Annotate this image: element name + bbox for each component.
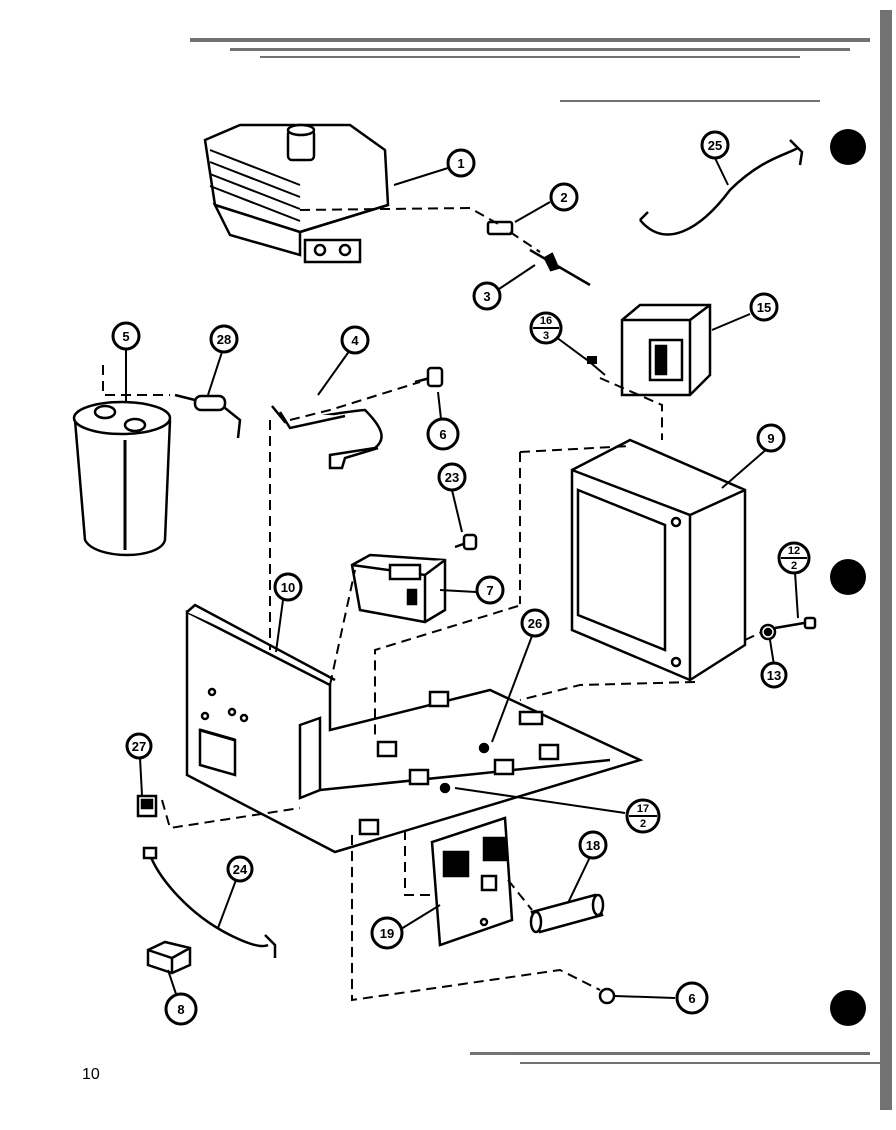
callout-label: 10 [281, 580, 295, 595]
screw-parts [414, 366, 478, 551]
callout-label: 8 [177, 1002, 184, 1017]
callout-label: 24 [233, 862, 248, 877]
callout-27: 27 [125, 732, 153, 760]
callout-label: 3 [483, 289, 490, 304]
callout-5: 5 [111, 321, 141, 351]
fraction-bottom: 3 [543, 330, 549, 342]
probe-part [529, 248, 591, 287]
transformer-part [570, 438, 747, 682]
assembly-lines [102, 206, 763, 1002]
nut-part [598, 987, 616, 1005]
relay-part [620, 303, 712, 397]
callout-9: 9 [756, 423, 786, 453]
callout-1: 1 [446, 148, 476, 178]
page-number: 10 [82, 1066, 100, 1083]
callout-28: 28 [209, 324, 239, 354]
resistor-part [174, 393, 242, 439]
switch-bracket-part [350, 553, 447, 624]
callout-8: 8 [164, 992, 198, 1026]
wire-harness-part [639, 139, 804, 236]
callout-label: 13 [767, 668, 781, 683]
wire-part [142, 846, 277, 958]
callout-label: 27 [132, 739, 146, 754]
callout-label: 4 [351, 333, 359, 348]
callout-label: 6 [439, 427, 446, 442]
callout-label: 1 [457, 156, 464, 171]
callout-label: 6 [688, 991, 695, 1006]
callout-17-over-2: 17 2 [625, 798, 661, 834]
callout-label: 25 [708, 138, 722, 153]
mounting-bracket-part [271, 405, 383, 470]
callout-18: 18 [578, 830, 608, 860]
thermal-cutout-part [486, 220, 514, 236]
callout-label: 23 [445, 470, 459, 485]
callout-23: 23 [437, 462, 467, 492]
callout-26: 26 [520, 608, 550, 638]
terminal-block-part [146, 940, 192, 975]
callout-label: 15 [757, 300, 771, 315]
callout-7: 7 [475, 575, 505, 605]
callout-6-upper: 6 [426, 417, 460, 451]
fuse-part [529, 893, 605, 934]
callout-3: 3 [472, 281, 502, 311]
callout-16-over-3: 16 3 [529, 311, 563, 345]
connector-part [136, 794, 158, 818]
fraction-top: 12 [788, 545, 800, 557]
callout-label: 7 [486, 583, 493, 598]
circuit-board-part [430, 816, 514, 947]
chassis-base-part [185, 603, 644, 854]
callout-4: 4 [340, 325, 370, 355]
binder-holes [830, 129, 866, 1026]
callout-25: 25 [700, 130, 730, 160]
callout-label: 28 [217, 332, 231, 347]
callout-19: 19 [370, 916, 404, 950]
screw-part [584, 356, 606, 376]
callout-13: 13 [760, 661, 788, 689]
callout-label: 5 [122, 329, 129, 344]
callout-label: 26 [528, 616, 542, 631]
callout-label: 9 [767, 431, 774, 446]
callout-2: 2 [549, 182, 579, 212]
callout-label: 19 [380, 926, 394, 941]
capacitor-part [72, 400, 172, 557]
fraction-top: 17 [637, 803, 649, 815]
scan-noise [190, 10, 892, 1110]
callout-label: 18 [586, 838, 600, 853]
callout-10: 10 [273, 572, 303, 602]
fraction-bottom: 2 [791, 560, 797, 572]
magnetron-part [203, 123, 390, 264]
bolt-part [759, 616, 817, 641]
callout-24: 24 [226, 855, 254, 883]
callout-15: 15 [749, 292, 779, 322]
fraction-bottom: 2 [640, 818, 646, 830]
fraction-top: 16 [540, 315, 552, 327]
callout-12-over-2: 12 2 [777, 541, 811, 575]
callout-label: 2 [560, 190, 567, 205]
callout-6-lower: 6 [675, 981, 709, 1015]
leader-lines [125, 157, 799, 999]
